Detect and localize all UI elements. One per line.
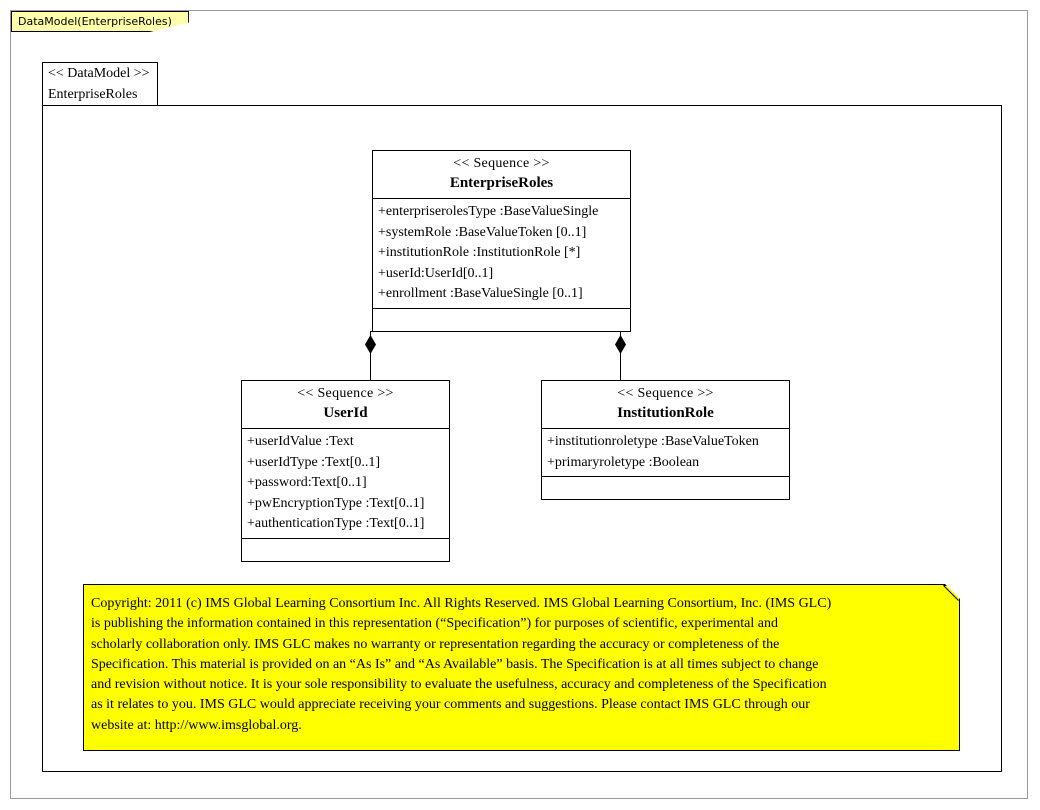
composition-drop-userid [370, 331, 371, 381]
class-name: UserId [323, 405, 368, 421]
class-attributes-enterpriseroles: +enterpriserolesType :BaseValueSingle +s… [373, 199, 630, 309]
note-line: website at: http://www.imsglobal.org. [91, 717, 302, 733]
package-stereotype: << DataModel >> [48, 66, 150, 81]
class-name: EnterpriseRoles [449, 175, 554, 191]
class-attribute: +systemRole :BaseValueToken [0..1] [378, 224, 587, 240]
class-attribute: +authenticationType :Text[0..1] [247, 516, 425, 531]
note-line: is publishing the information contained … [91, 616, 778, 632]
class-stereotype: << Sequence >> [297, 386, 394, 401]
diagram-tab[interactable]: DataModel(EnterpriseRoles) [11, 11, 189, 32]
class-attribute: +userIdValue :Text [247, 434, 354, 449]
package-frame [42, 105, 1002, 772]
class-stereotype: << Sequence >> [617, 386, 714, 401]
class-attribute: +enrollment :BaseValueSingle [0..1] [378, 286, 583, 301]
class-stereotype: << Sequence >> [453, 156, 550, 171]
note-line: scholarly collaboration only. IMS GLC ma… [91, 636, 780, 652]
class-operations-userid [242, 539, 449, 561]
note-line: as it relates to you. IMS GLC would appr… [91, 697, 810, 713]
class-operations-institutionrole [542, 477, 789, 499]
composition-spine [370, 331, 621, 332]
copyright-note[interactable]: Copyright: 2011 (c) IMS Global Learning … [83, 584, 960, 751]
class-header-userid: << Sequence >> UserId [242, 381, 449, 429]
package-name: EnterpriseRoles [48, 87, 138, 102]
window-outer-border [10, 10, 1028, 799]
composition-drop-institutionrole [620, 331, 621, 381]
class-attribute: +password:Text[0..1] [247, 475, 367, 490]
class-attribute: +institutionRole :InstitutionRole [*] [378, 245, 581, 260]
class-box-institutionrole[interactable]: << Sequence >> InstitutionRole +institut… [541, 380, 790, 500]
class-attribute: +enterpriserolesType :BaseValueSingle [378, 204, 599, 219]
class-attribute: +primaryroletype :Boolean [547, 454, 700, 470]
class-operations-enterpriseroles [373, 309, 630, 331]
class-attribute: +pwEncryptionType :Text[0..1] [247, 495, 425, 511]
class-header-enterpriseroles: << Sequence >> EnterpriseRoles [373, 151, 630, 199]
composition-diamond-institutionrole [615, 335, 626, 354]
class-name: InstitutionRole [617, 405, 714, 421]
class-box-enterpriseroles[interactable]: << Sequence >> EnterpriseRoles +enterpri… [372, 150, 631, 332]
class-attribute: +userIdType :Text[0..1] [247, 454, 381, 470]
class-attribute: +userId:UserId[0..1] [378, 265, 494, 281]
class-header-institutionrole: << Sequence >> InstitutionRole [542, 381, 789, 429]
class-attributes-institutionrole: +institutionroletype :BaseValueToken +pr… [542, 429, 789, 477]
composition-diamond-userid [365, 335, 376, 354]
note-line: and revision without notice. It is your … [91, 677, 827, 693]
class-box-userid[interactable]: << Sequence >> UserId +userIdValue :Text… [241, 380, 450, 562]
package-header-box[interactable]: << DataModel >> EnterpriseRoles [42, 62, 158, 106]
note-line: Copyright: 2011 (c) IMS Global Learning … [91, 596, 832, 611]
note-line: Specification. This material is provided… [91, 656, 819, 672]
class-attribute: +institutionroletype :BaseValueToken [547, 434, 759, 449]
class-attributes-userid: +userIdValue :Text +userIdType :Text[0..… [242, 429, 449, 539]
